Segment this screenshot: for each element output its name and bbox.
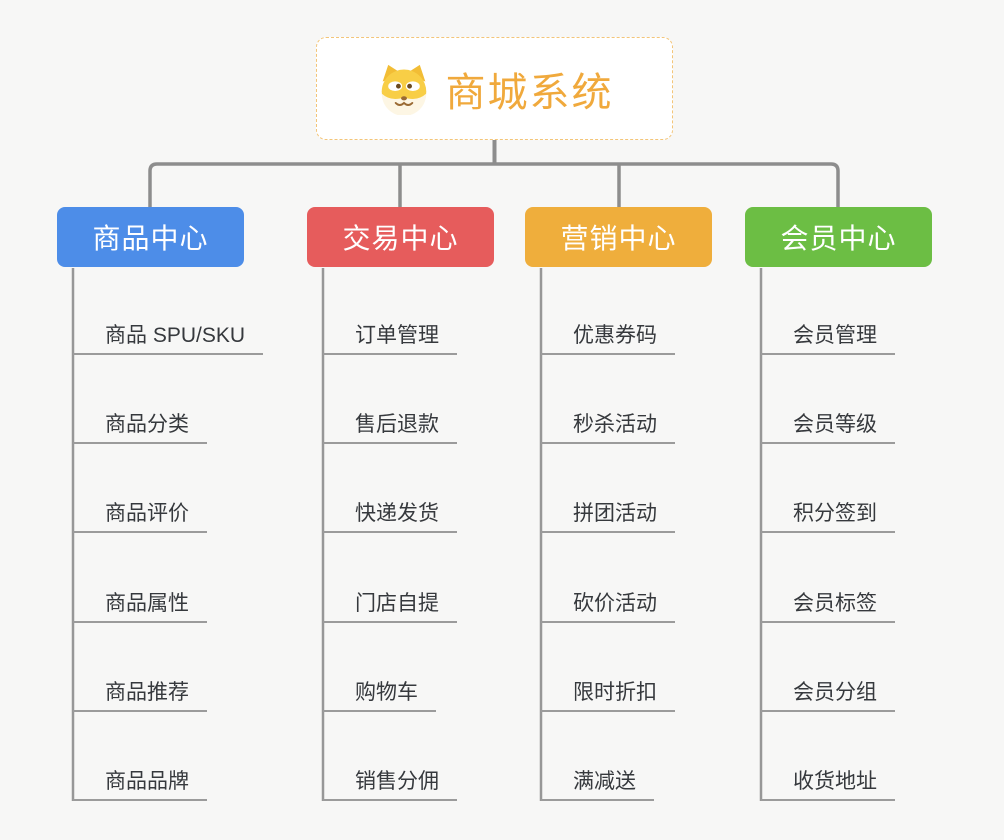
leaf-node[interactable]: 会员分组 [761,676,895,712]
leaf-node[interactable]: 砍价活动 [541,587,675,623]
leaf-node[interactable]: 商品属性 [73,587,207,623]
leaf-node[interactable]: 商品推荐 [73,676,207,712]
branch-node-member-center[interactable]: 会员中心 [745,207,932,267]
root-title: 商城系统 [445,70,614,115]
leaf-node[interactable]: 快递发货 [323,497,457,533]
leaf-node[interactable]: 商品 SPU/SKU [73,319,264,355]
leaf-node[interactable]: 商品分类 [73,408,207,444]
leaf-node[interactable]: 收货地址 [761,765,895,801]
leaf-node[interactable]: 门店自提 [323,587,457,623]
leaf-node[interactable]: 拼团活动 [541,497,675,533]
leaf-node[interactable]: 优惠券码 [541,319,675,355]
branch-marketing-center: 营销中心 优惠券码 秒杀活动 拼团活动 砍价活动 限时折扣 满减送 [525,207,712,801]
leaf-node[interactable]: 商品品牌 [73,765,207,801]
branch-node-trade-center[interactable]: 交易中心 [307,207,494,267]
leaf-node[interactable]: 售后退款 [323,408,457,444]
leaf-node[interactable]: 积分签到 [761,497,895,533]
branch-node-product-center[interactable]: 商品中心 [57,207,244,267]
doge-icon [381,64,426,115]
leaf-node[interactable]: 订单管理 [323,319,457,355]
leaf-node[interactable]: 会员等级 [761,408,895,444]
branch-member-center: 会员中心 会员管理 会员等级 积分签到 会员标签 会员分组 收货地址 [745,207,932,801]
leaf-node[interactable]: 会员标签 [761,587,895,623]
leaf-node[interactable]: 满减送 [541,765,654,801]
leaf-node[interactable]: 商品评价 [73,497,207,533]
leaf-node[interactable]: 会员管理 [761,319,895,355]
root-node[interactable]: 商城系统 [316,37,673,140]
leaf-node[interactable]: 销售分佣 [323,765,457,801]
leaf-node[interactable]: 购物车 [323,676,436,712]
leaf-node[interactable]: 秒杀活动 [541,408,675,444]
leaf-node[interactable]: 限时折扣 [541,676,675,712]
branch-node-marketing-center[interactable]: 营销中心 [525,207,712,267]
branch-trade-center: 交易中心 订单管理 售后退款 快递发货 门店自提 购物车 销售分佣 [307,207,494,801]
branch-product-center: 商品中心 商品 SPU/SKU 商品分类 商品评价 商品属性 商品推荐 商品品牌 [57,207,264,801]
